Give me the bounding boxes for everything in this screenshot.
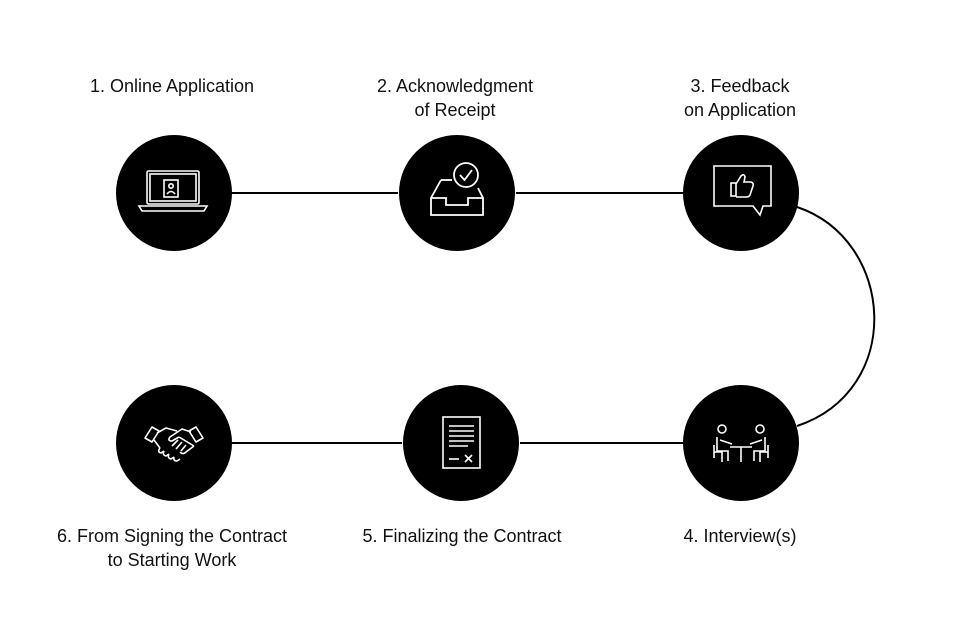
step-3-label-line2: on Application <box>683 100 797 120</box>
step-5-node <box>403 385 519 501</box>
step-6-label-line1: 6. From Signing the Contract <box>56 526 288 546</box>
step-3-label-line1: 3. Feedback <box>690 76 790 96</box>
step-6-label-line2: to Starting Work <box>107 550 237 570</box>
step-1-label-line1: 1. Online Application <box>89 76 255 96</box>
connector-3-4 <box>796 206 876 427</box>
step-2-node <box>399 135 515 251</box>
step-2-label-line2: of Receipt <box>414 100 496 120</box>
connectors <box>232 192 876 444</box>
step-3-node <box>683 135 799 251</box>
step-6-label: 6. From Signing the Contract to Starting… <box>32 524 312 572</box>
step-1-label: 1. Online Application <box>72 74 272 98</box>
step-5-label: 5. Finalizing the Contract <box>342 524 582 548</box>
handshake-icon <box>144 426 204 462</box>
interview-icon <box>713 424 769 462</box>
step-4-node <box>683 385 799 501</box>
step-5-label-line1: 5. Finalizing the Contract <box>362 526 562 546</box>
inbox-check-icon <box>430 162 484 216</box>
thumbs-up-message-icon <box>713 165 772 217</box>
step-2-label: 2. Acknowledgment of Receipt <box>345 74 565 122</box>
step-6-node <box>116 385 232 501</box>
laptop-icon <box>137 170 209 212</box>
step-1-node <box>116 135 232 251</box>
step-3-label: 3. Feedback on Application <box>640 74 840 122</box>
step-2-label-line1: 2. Acknowledgment <box>376 76 534 96</box>
step-4-label-line1: 4. Interview(s) <box>683 526 797 546</box>
contract-document-icon <box>442 416 481 469</box>
step-4-label: 4. Interview(s) <box>640 524 840 548</box>
